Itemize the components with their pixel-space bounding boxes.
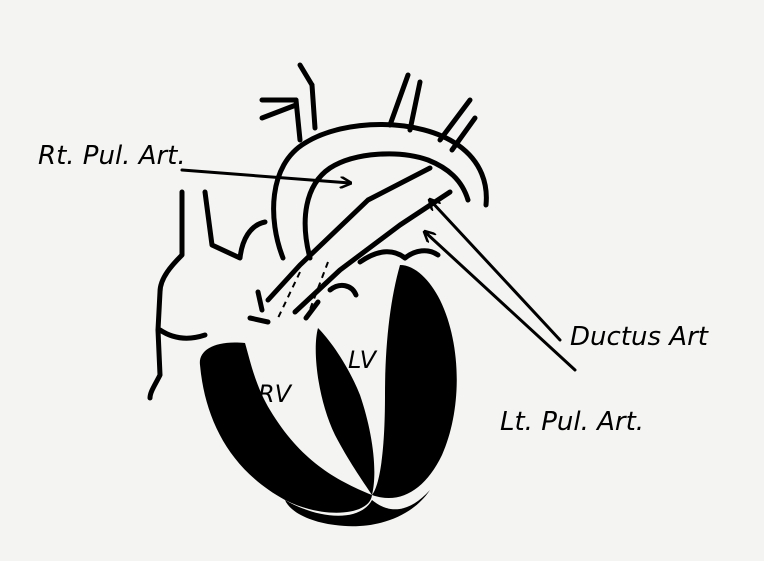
branch-subclavian xyxy=(440,100,475,150)
lv-wall xyxy=(372,265,457,498)
right-atrium-lower xyxy=(160,330,205,338)
label-rt-pul-art: Rt. Pul. Art. xyxy=(38,141,186,171)
aortic-arch-inner xyxy=(305,154,468,258)
label-rv: RV xyxy=(258,380,293,408)
label-lv: LV xyxy=(348,346,378,374)
vena-cava-outline xyxy=(205,192,265,258)
branch-carotid xyxy=(390,75,420,130)
label-ductus-art: Ductus Art xyxy=(570,322,709,352)
branch-brachiocephalic-split xyxy=(262,65,312,118)
label-lt-pul-art: Lt. Pul. Art. xyxy=(500,407,644,437)
branch-brachiocephalic xyxy=(296,85,315,140)
left-atrium-outline xyxy=(360,251,438,262)
right-atrium-outline xyxy=(150,192,182,398)
ductus-art-leader xyxy=(430,200,560,340)
